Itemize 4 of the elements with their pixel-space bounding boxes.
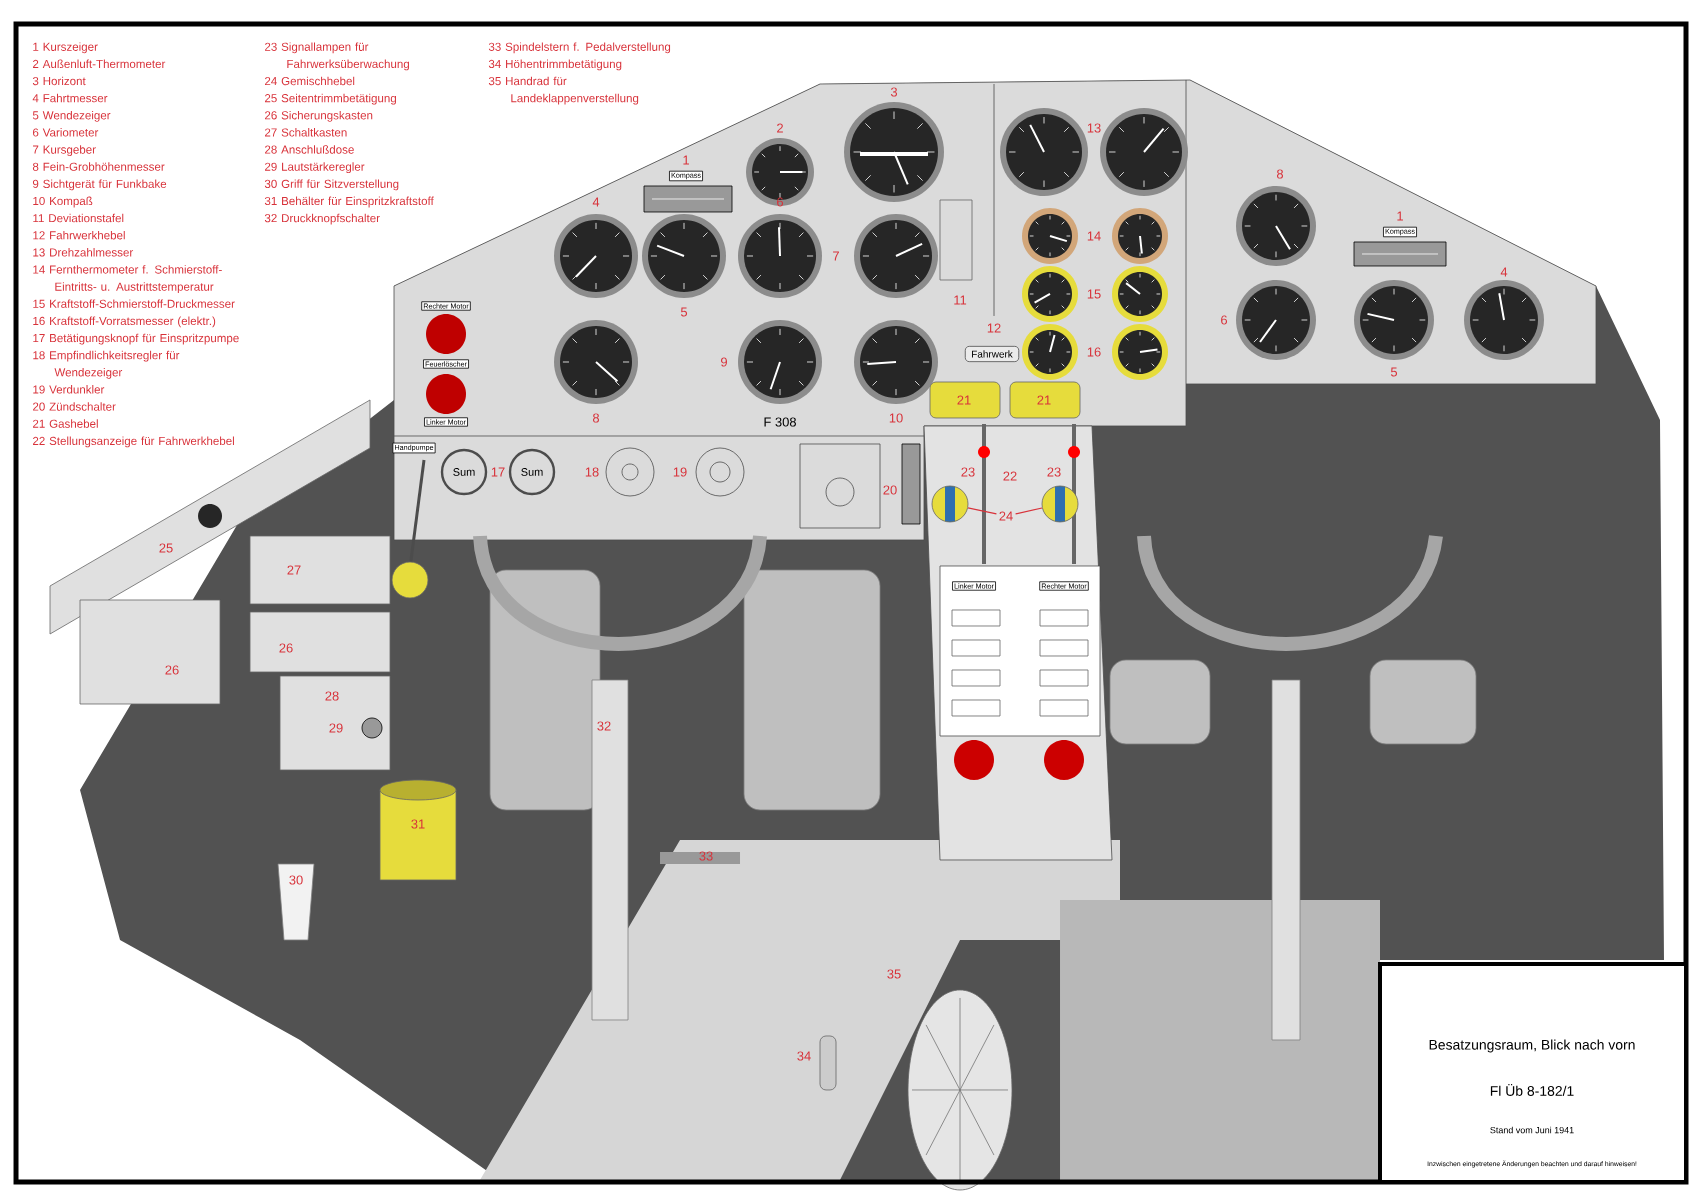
leader-line <box>967 507 997 515</box>
leader-line <box>1015 507 1043 515</box>
control-knob <box>1041 485 1079 523</box>
control-knob <box>931 485 969 523</box>
